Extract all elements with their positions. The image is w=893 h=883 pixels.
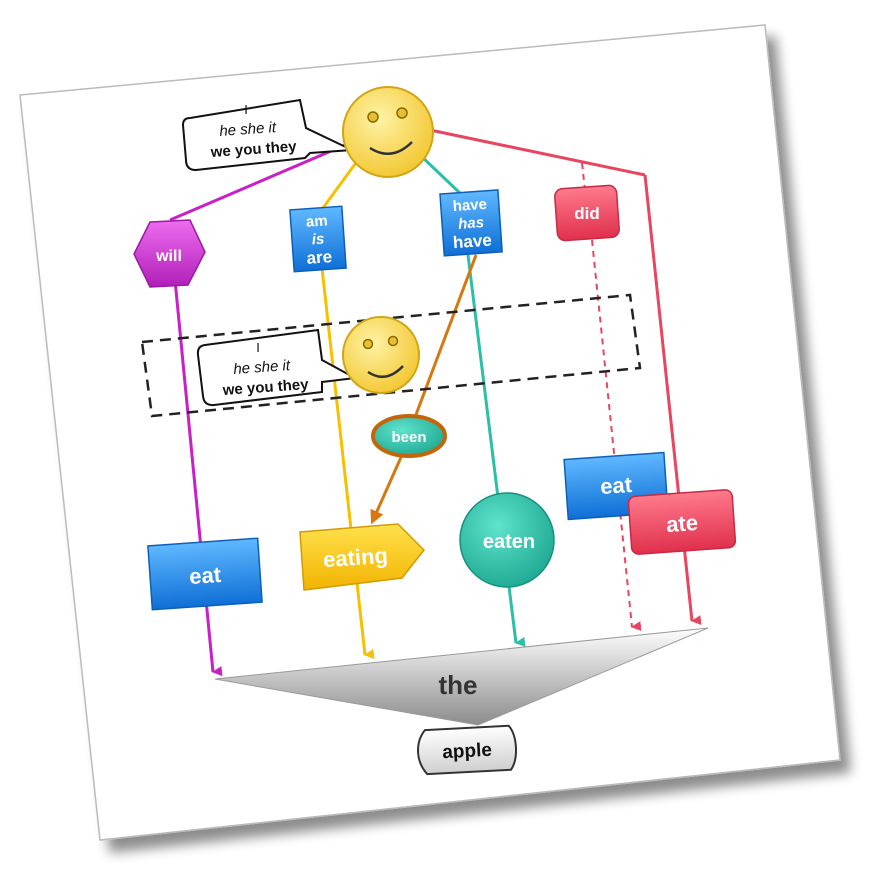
ate-node: ate bbox=[627, 489, 737, 555]
pronoun-middle-line2: he she it bbox=[233, 357, 292, 378]
have-node: have has have bbox=[439, 189, 503, 257]
be-node: am is are bbox=[289, 205, 347, 273]
eaten-node: eaten bbox=[459, 492, 555, 588]
pronoun-middle-line1: I bbox=[256, 340, 260, 355]
eating-node: eating bbox=[299, 523, 426, 591]
will-node: will bbox=[133, 219, 206, 288]
the-funnel: the bbox=[214, 627, 709, 726]
smiley-middle-icon bbox=[342, 316, 420, 394]
did-node: did bbox=[554, 184, 620, 242]
question-order-frame bbox=[140, 293, 642, 418]
apple-label: apple bbox=[442, 740, 493, 764]
be-line1: am bbox=[305, 212, 328, 230]
line-pronoun-to-ate bbox=[429, 128, 646, 177]
line-pronoun-to-did bbox=[581, 162, 586, 191]
pronoun-top-line1: I bbox=[244, 102, 248, 117]
eaten-label: eaten bbox=[483, 531, 535, 553]
the-label: the bbox=[439, 670, 478, 700]
line-did-to-the bbox=[591, 239, 642, 632]
pronoun-bubble-middle: I he she it we you they bbox=[196, 328, 359, 407]
line-pronoun-to-have bbox=[418, 153, 464, 197]
have-line2: has bbox=[458, 214, 485, 233]
pronoun-top-line3: we you they bbox=[209, 138, 297, 161]
been-node: been bbox=[371, 414, 447, 458]
pronoun-bubble-top: I he she it we you they bbox=[181, 98, 356, 172]
line-have-to-been bbox=[412, 254, 478, 421]
eat-did-label: eat bbox=[599, 472, 633, 499]
have-line1: have bbox=[452, 196, 487, 215]
eat-future-node: eat bbox=[147, 537, 263, 611]
be-line3: are bbox=[306, 247, 333, 268]
smiley-top-icon bbox=[342, 86, 434, 178]
line-been-to-eating bbox=[370, 454, 404, 525]
line-be-to-the bbox=[320, 267, 375, 659]
eating-label: eating bbox=[322, 543, 388, 572]
ate-label: ate bbox=[665, 510, 698, 537]
will-label: will bbox=[155, 248, 182, 265]
line-pronoun-to-be bbox=[318, 159, 360, 213]
line-pronoun-to-will bbox=[169, 143, 346, 222]
have-line3: have bbox=[452, 231, 492, 253]
eat-future-label: eat bbox=[188, 562, 222, 589]
did-label: did bbox=[574, 204, 600, 223]
apple-node: apple bbox=[417, 724, 518, 776]
been-label: been bbox=[391, 429, 426, 446]
be-line2: is bbox=[311, 231, 325, 249]
pronoun-middle-line3: we you they bbox=[221, 376, 309, 399]
pronoun-top-line2: he she it bbox=[219, 119, 278, 140]
